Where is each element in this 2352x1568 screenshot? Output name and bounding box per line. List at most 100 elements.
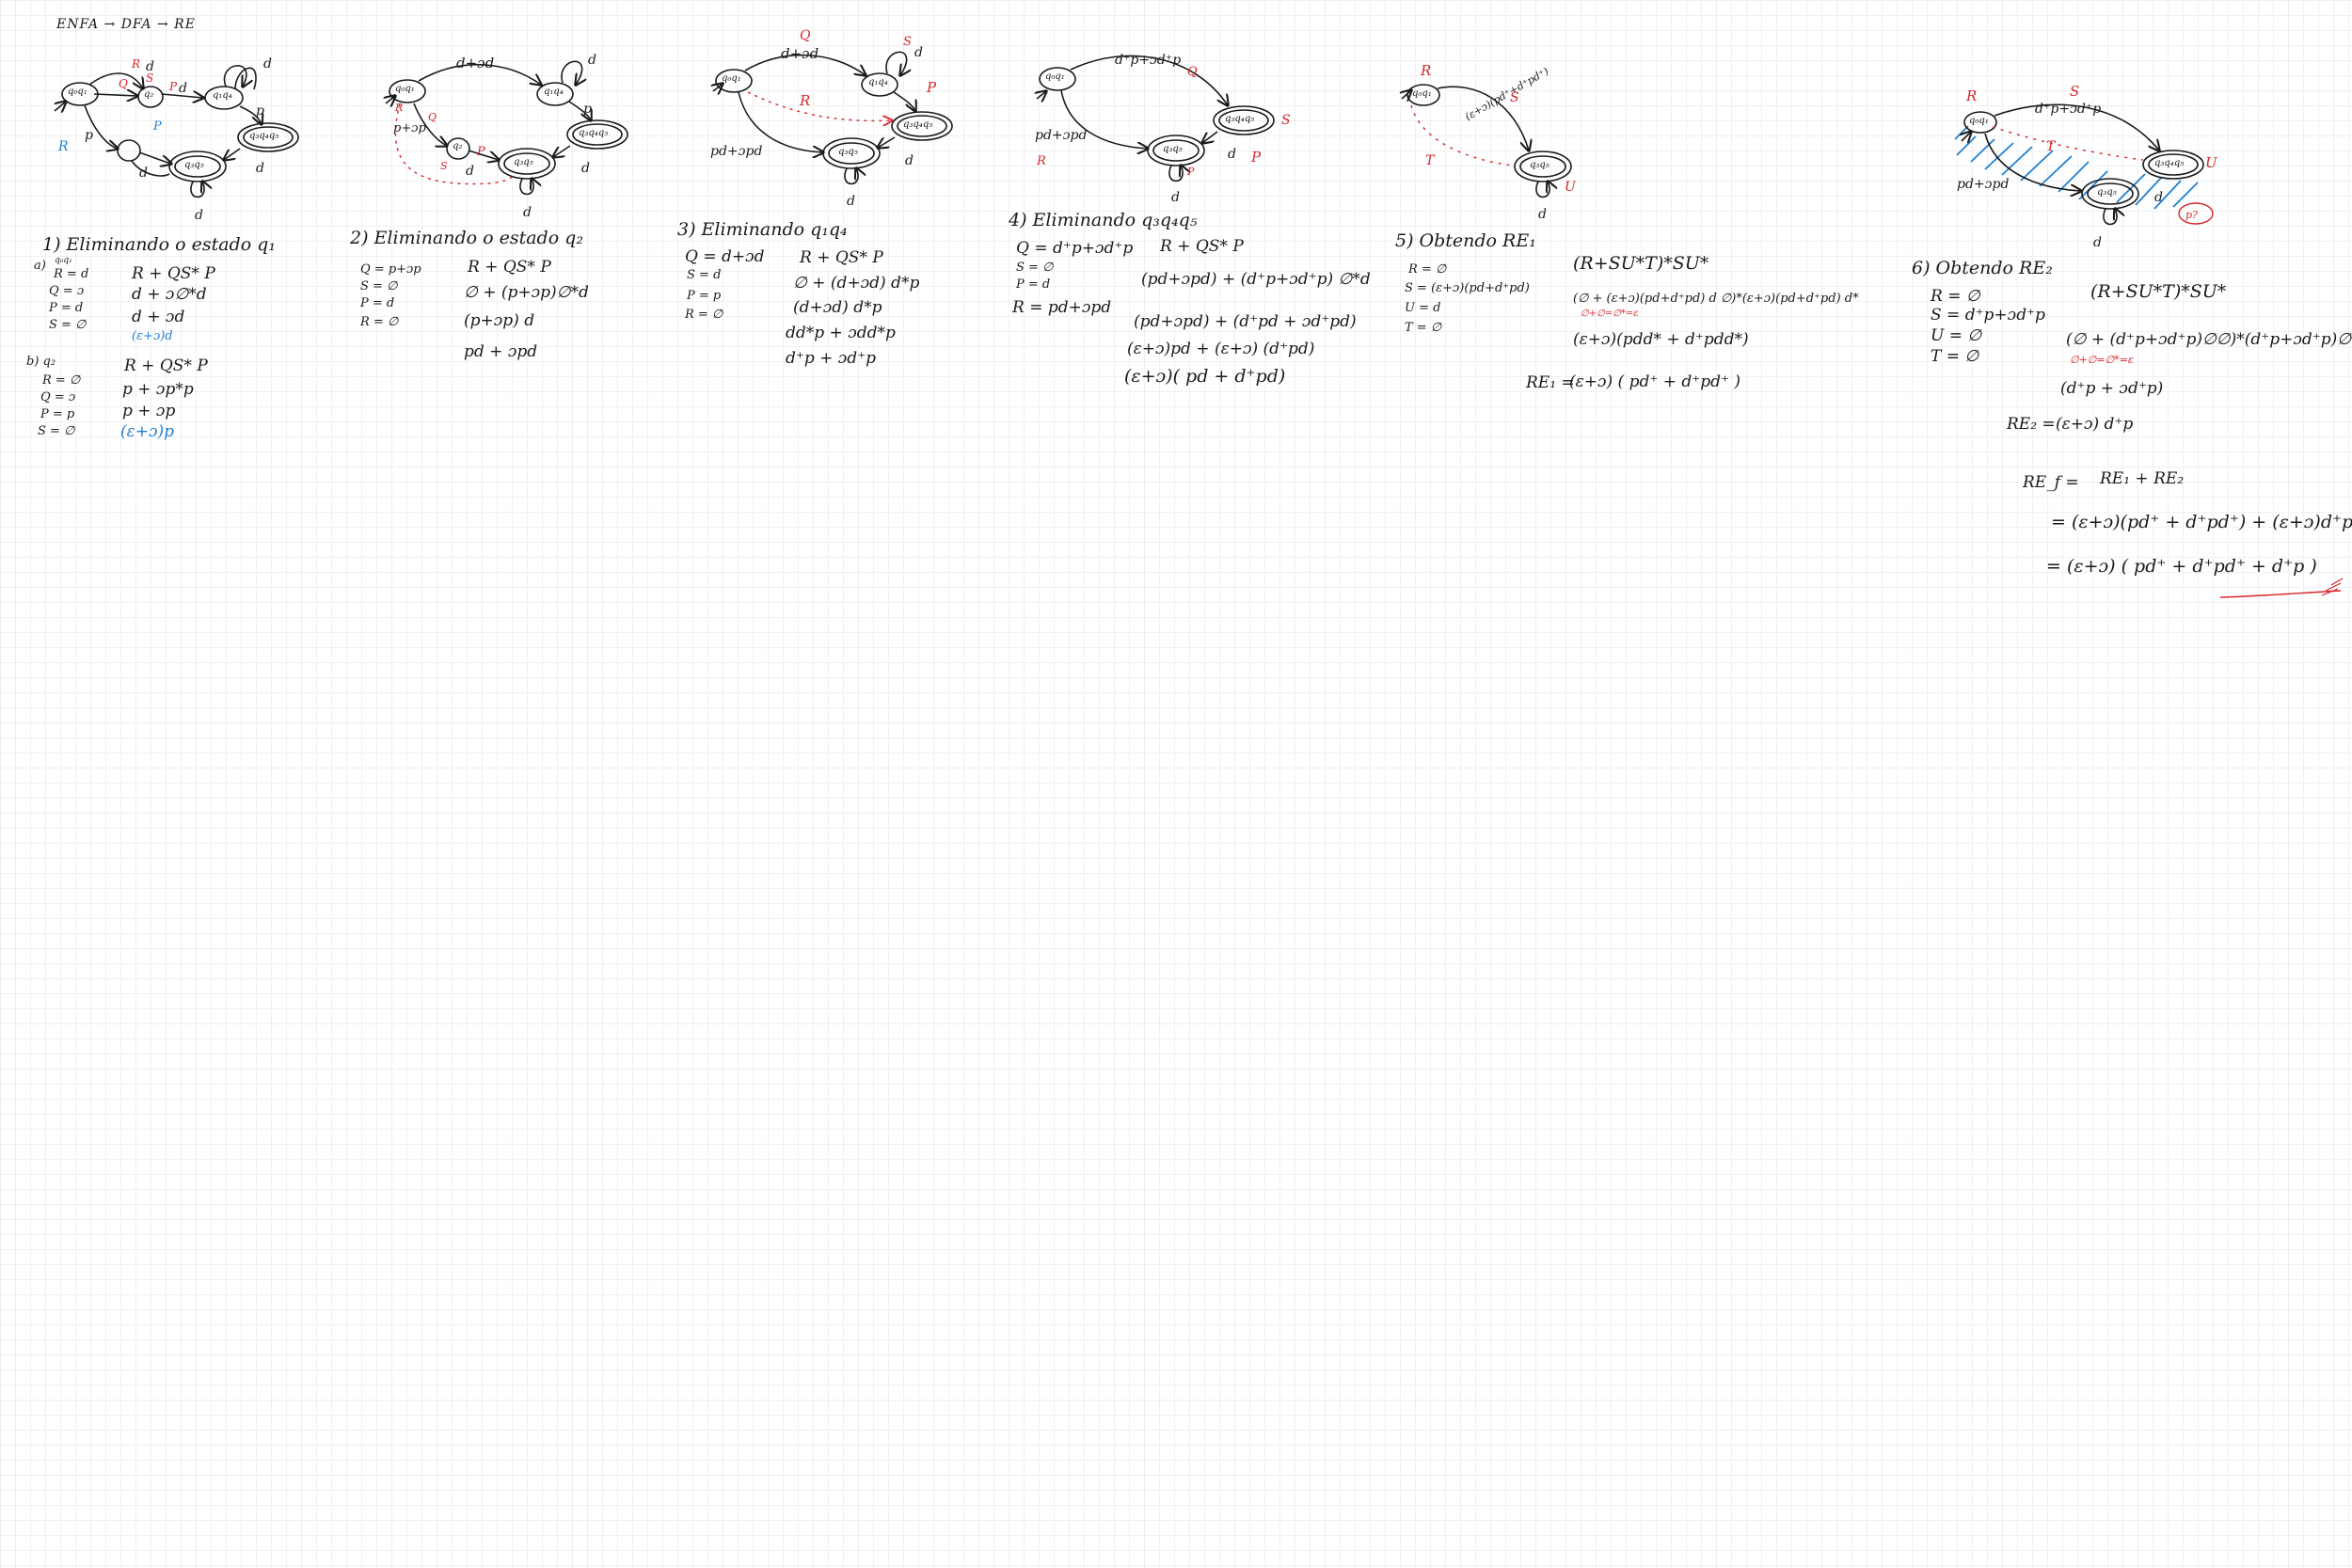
d6-label-R-red: R xyxy=(1965,87,1977,104)
state-q3q5 xyxy=(1514,150,1572,182)
diagram-3 xyxy=(713,51,953,185)
d1-label-R-blue: R xyxy=(57,139,69,154)
d6-dashed-path xyxy=(1992,126,2144,161)
step2-var-R: R = ∅ xyxy=(360,315,399,329)
d4-label-Q-red: Q xyxy=(1187,65,1198,79)
d3-label-P-red: P xyxy=(926,79,937,96)
d4-label-d-1: d xyxy=(1228,147,1236,162)
d2-label-P-red: P xyxy=(476,145,485,159)
d4-state-start-label: q₀q₁ xyxy=(1045,71,1065,82)
d3-state-q3q5-label: q₃q₅ xyxy=(838,147,858,157)
step5-line1: (∅ + (ε+ɔ)(pd+d⁺pd) d ∅)*(ε+ɔ)(pd+d⁺pd) … xyxy=(1573,292,1859,306)
d5-label-edge: (ε+ɔ)(pd⁺+d⁺pd⁺) xyxy=(1463,65,1550,122)
d2-label-d-plus-d: d+ɔd xyxy=(456,55,494,71)
d2-label-d-4: d xyxy=(523,205,532,220)
d2-label-Q-red: Q xyxy=(428,111,437,123)
page-title: ENFA → DFA → RE xyxy=(56,17,196,32)
step2-deriv-4: pd + ɔpd xyxy=(464,342,538,361)
d2-state-q3q5-label: q₃q₅ xyxy=(514,157,533,167)
d6-label-T-red: T xyxy=(2046,139,2057,154)
step6-final-2: = (ε+ɔ)(pd⁺ + d⁺pd⁺) + (ε+ɔ)d⁺p xyxy=(2051,512,2352,532)
d6-label-d-2: d xyxy=(2093,235,2102,250)
step1-b-result: (ε+ɔ)p xyxy=(120,422,175,441)
step6-final-label: RE_f = xyxy=(2023,473,2079,492)
state-start xyxy=(1406,84,1440,106)
d5-state-start-label: q₀q₁ xyxy=(1412,88,1432,99)
step1-a-var-S: S = ∅ xyxy=(49,318,87,332)
diagram-5 xyxy=(1402,84,1572,198)
step1-a-pair: q₀q₁ xyxy=(55,256,72,265)
d3-label-pd: pd+ɔpd xyxy=(710,144,762,159)
d5-state-q3q5-label: q₃q₅ xyxy=(1530,160,1549,170)
state-q1q4 xyxy=(861,72,898,97)
step2-heading: 2) Eliminando o estado q₂ xyxy=(350,228,583,248)
diagram-4 xyxy=(1037,55,1275,182)
step6-var-S: S = d⁺p+ɔd⁺p xyxy=(1931,306,2045,325)
step5-var-R: R = ∅ xyxy=(1408,262,1447,277)
step3-heading: 3) Eliminando q₁q₄ xyxy=(677,219,848,240)
state-q3q4q5 xyxy=(2142,150,2204,180)
state-q3q4q5 xyxy=(1213,105,1275,135)
step6-var-T: T = ∅ xyxy=(1931,347,1979,366)
d2-label-p-plus-p: p+ɔp xyxy=(393,121,426,135)
d5-label-T-red: T xyxy=(1425,153,1436,168)
d6-question: p? xyxy=(2185,209,2198,221)
step1-a-deriv-2: d + ɔ∅*d xyxy=(132,285,207,304)
d6-label-pd: pd+ɔpd xyxy=(1957,177,2009,192)
d6-label-U-red: U xyxy=(2205,154,2218,171)
state-q2 xyxy=(117,139,141,162)
d5-label-R-red: R xyxy=(1420,62,1431,79)
step6-note: ∅+∅=∅*=ε xyxy=(2070,354,2134,366)
d1-label-R-red: R xyxy=(131,57,140,71)
step4-deriv-3: (pd+ɔpd) + (d⁺pd + ɔd⁺pd) xyxy=(1134,312,1357,331)
step3-deriv-4: dd*p + ɔdd*p xyxy=(786,324,896,342)
d1-state-q1q4-label: q₁q₄ xyxy=(213,90,232,101)
diagram-1 xyxy=(55,65,299,198)
d2-state-start-label: q₀q₁ xyxy=(395,84,415,94)
d6-label-d-1: d xyxy=(2154,190,2163,205)
d1-label-P-blue: P xyxy=(152,119,162,134)
step1-b-deriv-3: p + ɔp xyxy=(122,402,176,420)
step6-formula: (R+SU*T)*SU* xyxy=(2090,281,2227,302)
step5-var-U: U = d xyxy=(1405,301,1441,315)
d4-label-loop: d⁺p+ɔd⁺p xyxy=(1115,53,1181,68)
state-q2 xyxy=(446,137,470,160)
step3-var-Q: Q = d+ɔd xyxy=(685,247,765,266)
d1-label-d-2: d xyxy=(179,81,187,96)
diagram-2 xyxy=(386,60,628,196)
step5-result: (ε+ɔ) ( pd⁺ + d⁺pd⁺ ) xyxy=(1569,372,1741,391)
step5-heading: 5) Obtendo RE₁ xyxy=(1395,230,1536,251)
state-q3q5 xyxy=(498,148,556,180)
d3-label-d-3: d xyxy=(847,194,855,209)
d3-label-d-2: d xyxy=(905,153,914,168)
d4-state-q3q4q5-label: q₃q₄q₅ xyxy=(1225,114,1255,124)
step2-var-S: S = ∅ xyxy=(360,279,398,293)
d1-label-p-2: p xyxy=(256,103,264,119)
step3-deriv-3: (d+ɔd) d*p xyxy=(793,298,882,317)
d5-label-S-red: S xyxy=(1510,90,1519,105)
d3-label-Q-red: Q xyxy=(800,28,811,43)
d3-state-q3q4q5-label: q₃q₄q₅ xyxy=(903,119,933,130)
d1-state-q3q5-label: q₃q₅ xyxy=(184,160,204,170)
d6-state-q3q5-label: q₃q₅ xyxy=(2097,187,2117,198)
step1-b-var-Q: Q = ɔ xyxy=(40,390,76,404)
d6-question-circle xyxy=(2178,202,2214,225)
step2-var-Q: Q = p+ɔp xyxy=(360,262,421,277)
step4-deriv-5: (ε+ɔ)( pd + d⁺pd) xyxy=(1124,366,1286,387)
d1-label-d-3: d xyxy=(263,56,272,71)
d1-label-Q-red: Q xyxy=(119,77,128,90)
d2-label-R-red: R xyxy=(394,102,403,114)
step2-deriv-3: (p+ɔp) d xyxy=(464,311,535,330)
d6-state-start-label: q₀q₁ xyxy=(1969,116,1989,126)
d1-label-p-1: p xyxy=(85,128,93,143)
step1-a-var-P: P = d xyxy=(49,301,84,315)
step5-var-S: S = (ε+ɔ)(pd+d⁺pd) xyxy=(1405,281,1530,295)
d1-label-d-4: d xyxy=(139,166,148,181)
d1-label-d-6: d xyxy=(195,208,203,223)
d3-label-d-1: d xyxy=(914,45,923,60)
d2-label-d-2: d xyxy=(466,164,474,179)
state-q1q4 xyxy=(536,82,574,106)
d6-label-loop: d⁺p+ɔd⁺p xyxy=(2035,102,2101,117)
step4-heading: 4) Eliminando q₃q₄q₅ xyxy=(1009,210,1198,230)
